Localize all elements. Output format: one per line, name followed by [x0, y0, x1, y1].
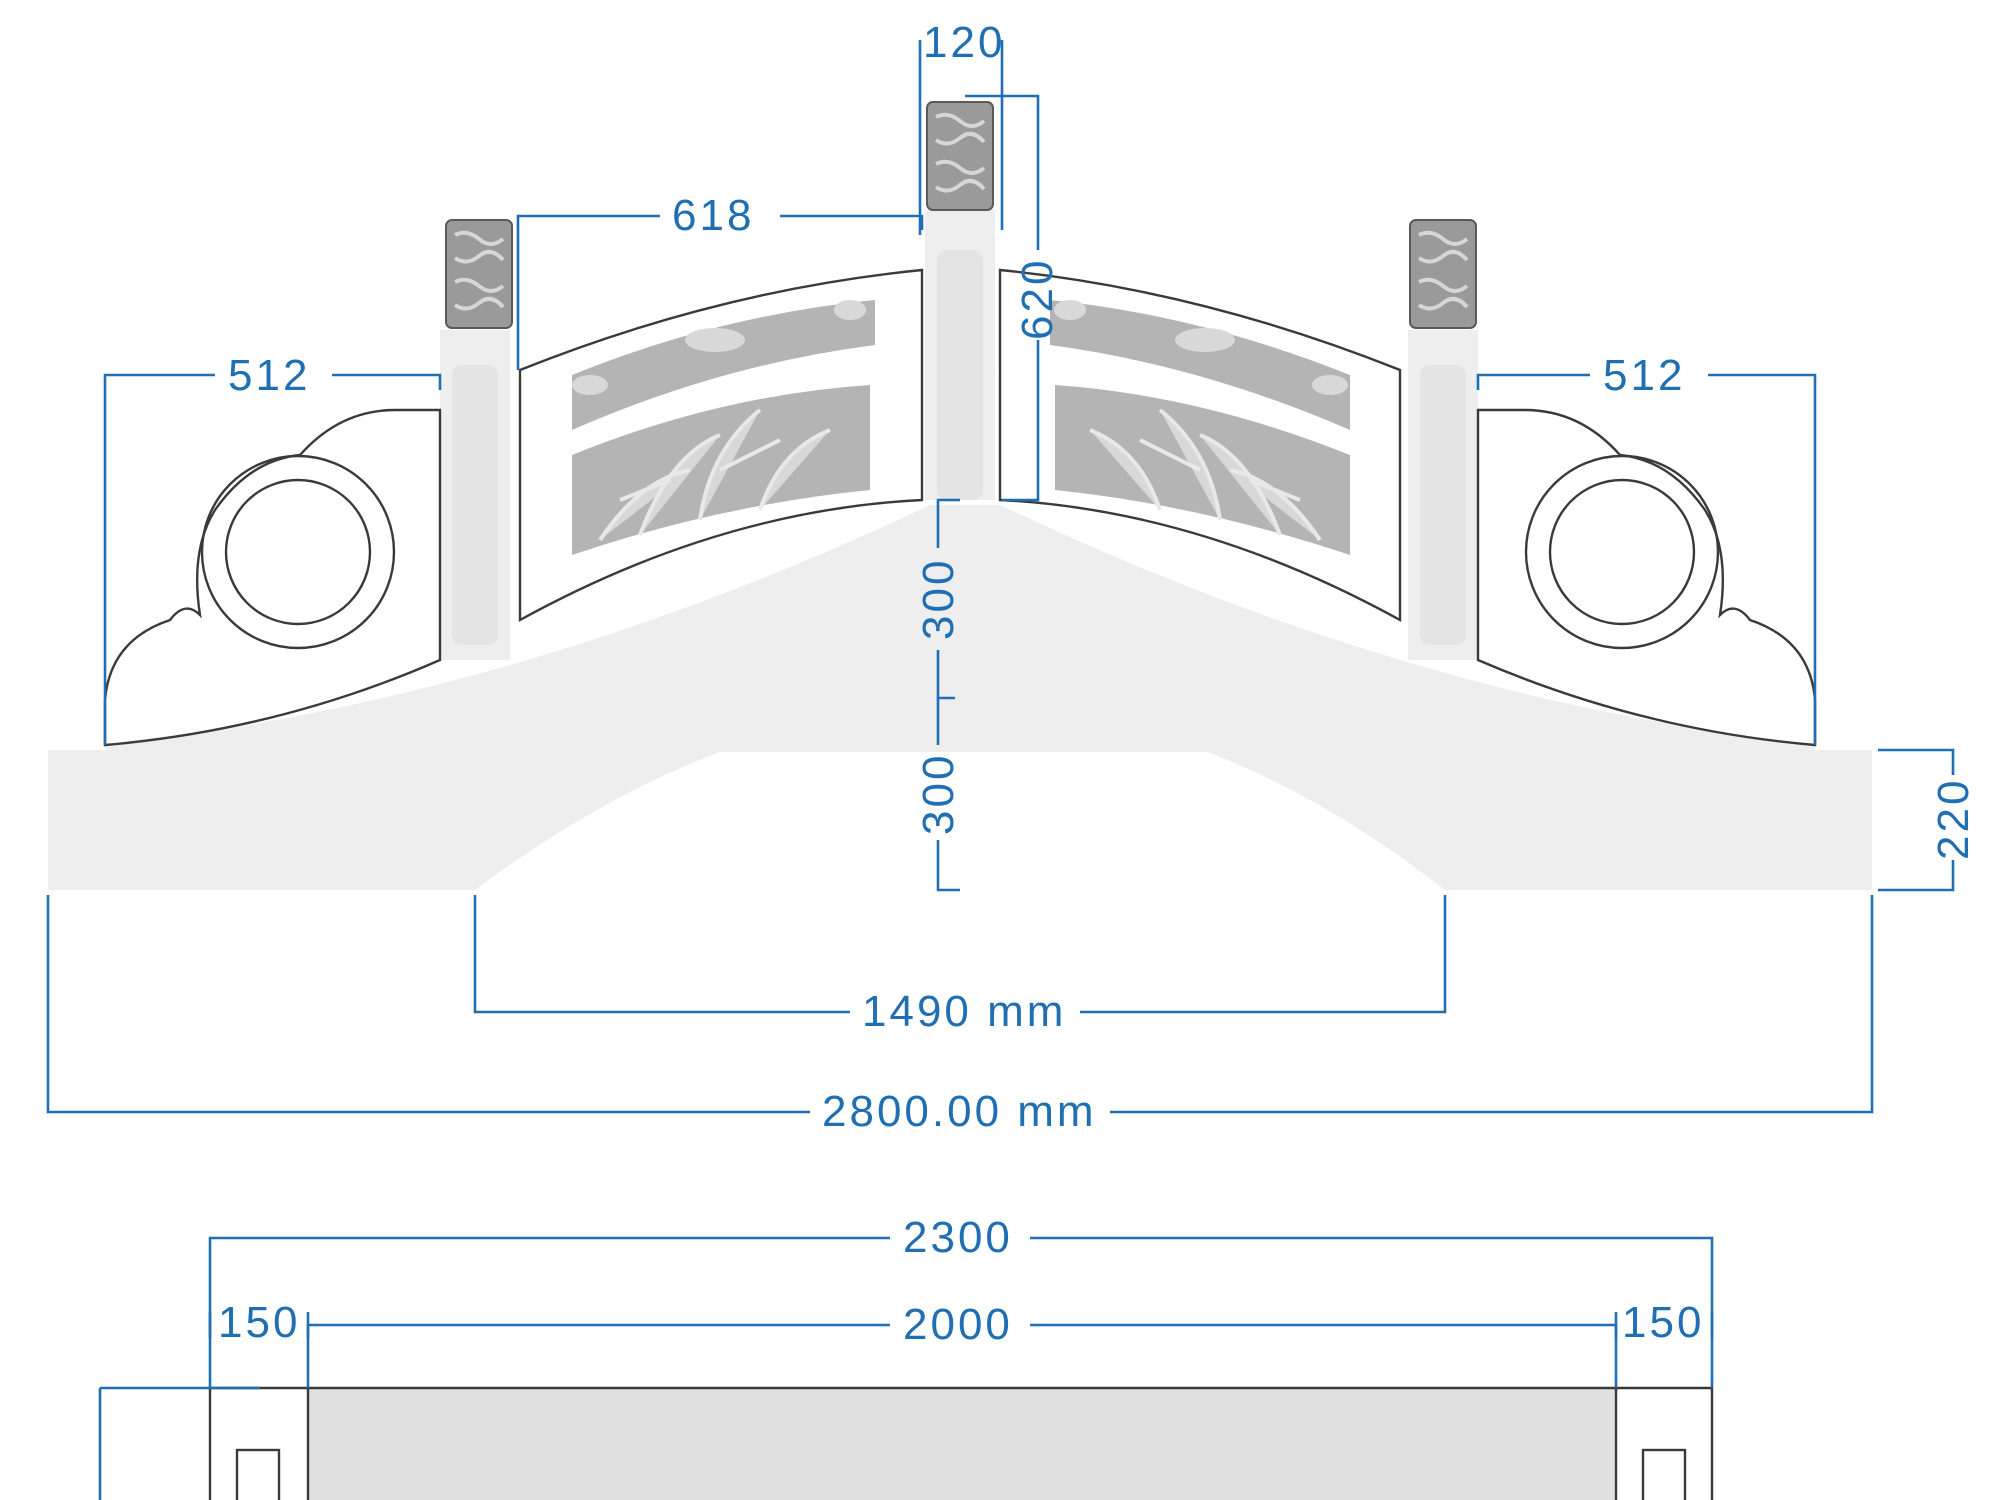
dim-label-150-right: 150 [1622, 1298, 1704, 1347]
dim-arch-span: 1490 mm [473, 895, 1447, 1036]
dim-plan-side-left: 150 [208, 1298, 310, 1347]
dim-base-height: 220 [1878, 748, 1978, 892]
dim-label-620: 620 [1013, 258, 1062, 340]
dim-label-512-right: 512 [1603, 351, 1685, 400]
dim-plan-side-right: 150 [1614, 1298, 1714, 1347]
plan-deck [308, 1388, 1616, 1500]
dim-end-right: 512 [1476, 351, 1817, 745]
dim-label-1490: 1490 mm [862, 987, 1066, 1036]
plan-slot-right [1641, 1448, 1687, 1500]
dim-arch-rise: 300 [914, 498, 963, 700]
dim-label-120: 120 [923, 18, 1005, 67]
dim-label-2800: 2800.00 mm [822, 1087, 1097, 1136]
dim-label-300-lower: 300 [914, 753, 963, 835]
dim-plan-overall: 2300 [208, 1213, 1714, 1388]
end-scroll-left [103, 408, 442, 747]
dim-label-2000: 2000 [903, 1300, 1013, 1349]
dim-label-300-upper: 300 [914, 558, 963, 640]
dim-label-220: 220 [1929, 778, 1978, 860]
dim-end-left: 512 [103, 351, 442, 745]
dim-label-150-left: 150 [218, 1298, 300, 1347]
dim-label-512-left: 512 [228, 351, 310, 400]
dim-total-length: 2800.00 mm [46, 895, 1874, 1136]
post-cap-right [1409, 219, 1477, 329]
dim-plan-inner: 2000 [306, 1300, 1618, 1388]
railing-panel-right [998, 268, 1402, 623]
dim-top-post: 120 [918, 18, 1005, 235]
railing-panel-left [518, 268, 924, 623]
post-left-inner [452, 365, 498, 645]
post-cap-left [445, 219, 513, 329]
plan-outline [208, 1386, 1714, 1500]
dim-panel-top: 618 [516, 191, 924, 370]
post-right-inner [1420, 365, 1466, 645]
post-center-inner [937, 250, 983, 500]
end-scroll-right [1476, 408, 1817, 747]
dim-label-2300: 2300 [903, 1213, 1013, 1262]
post-cap-center [926, 101, 994, 211]
plan-view [98, 1386, 1714, 1500]
plan-slot-left [235, 1448, 281, 1500]
bridge-deck-rise [105, 505, 1815, 752]
dim-label-618: 618 [672, 191, 754, 240]
dim-post-height: 620 [965, 94, 1062, 502]
dim-arch-thickness: 300 [914, 698, 963, 892]
